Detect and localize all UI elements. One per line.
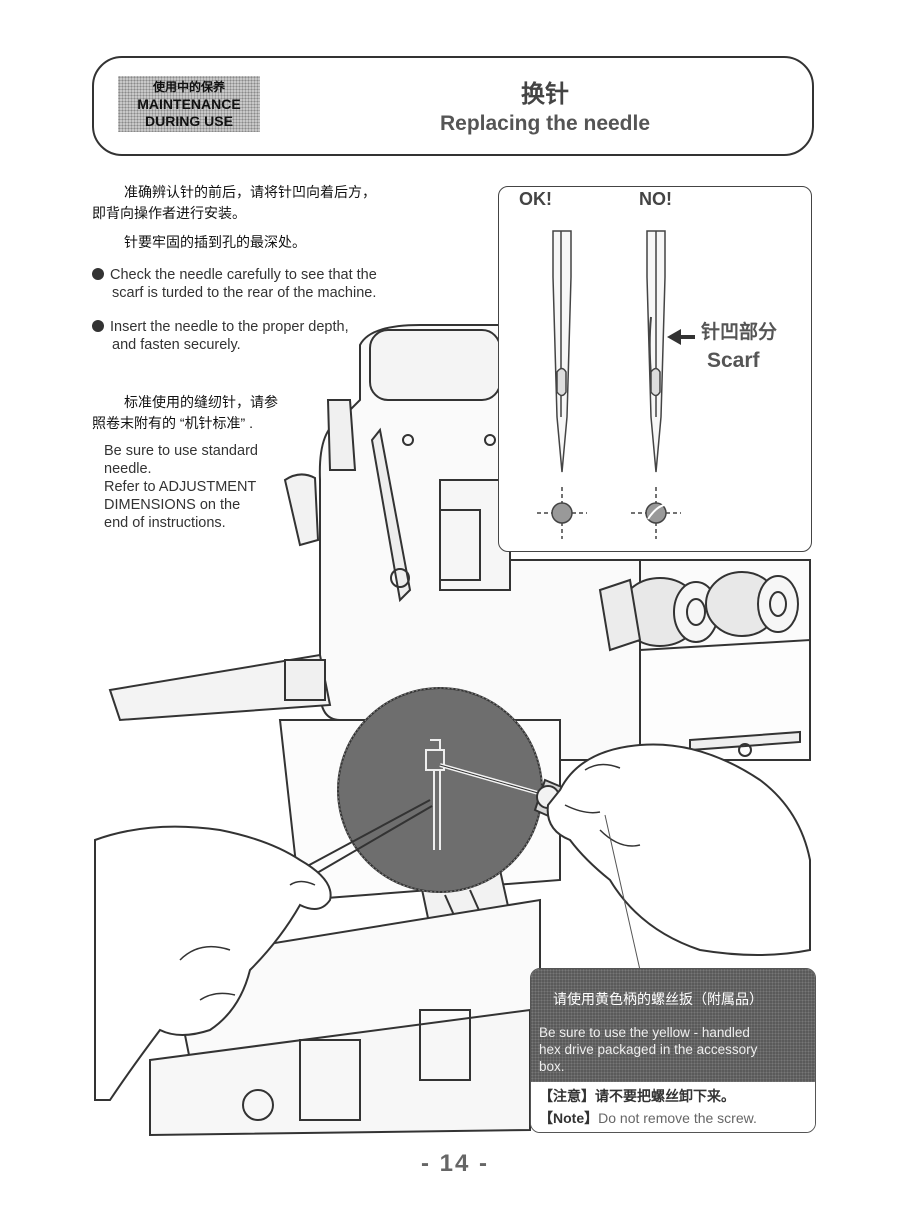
instruction-zh-1: 准确辨认针的前后，请将针凹向着后方， 即背向操作者进行安装。 (92, 182, 432, 224)
section-tag-zh: 使用中的保养 (152, 80, 225, 94)
bullet-2-line2: and fasten securely. (112, 337, 241, 353)
bullet-2-line1: Insert the needle to the proper depth, (110, 319, 349, 335)
standard-line: Be sure to use standard (104, 443, 258, 459)
note-text: Do not remove the screw. (598, 1110, 757, 1126)
bullet-1-line2: scarf is turded to the rear of the machi… (112, 285, 377, 301)
standard-line: Refer to ADJUSTMENT (104, 479, 257, 495)
header-frame (92, 56, 814, 156)
callout-note-section: 【注意】请不要把螺丝卸下来。 【Note】Do not remove the s… (531, 1082, 815, 1132)
bullet-item-1: Check the needle carefully to see that t… (92, 266, 452, 302)
scarf-label: Scarf (707, 349, 760, 372)
page-number: - 14 - (420, 1150, 489, 1177)
note-zh: 【注意】请不要把螺丝卸下来。 (539, 1088, 735, 1104)
bullet-1-line1: Check the needle carefully to see that t… (110, 267, 377, 283)
standard-line: DIMENSIONS on the (104, 497, 241, 513)
callout-en: Be sure to use the yellow - handled hex … (539, 1024, 815, 1075)
callout-zh: 请使用黄色柄的螺丝扳（附属品） (553, 991, 763, 1007)
bullet-icon (92, 268, 104, 280)
callout-dark-section: 请使用黄色柄的螺丝扳（附属品） Be sure to use the yello… (531, 969, 815, 1082)
instruction-zh-3-line2: 照卷末附有的 “机针标准” . (92, 415, 253, 431)
note-label: 【Note】 (539, 1110, 599, 1126)
standard-line: end of instructions. (104, 515, 226, 531)
callout-en-line: Be sure to use the yellow - handled (539, 1025, 750, 1040)
callout-en-line: hex drive packaged in the accessory (539, 1042, 758, 1057)
needle-comparison-panel: OK! NO! 针凹部分 Scarf (498, 186, 812, 552)
section-tag-en-1: MAINTENANCE (137, 96, 241, 112)
bullet-icon (92, 320, 104, 332)
note-en: 【Note】Do not remove the screw. (539, 1108, 757, 1128)
section-tag: 使用中的保养 MAINTENANCE DURING USE (118, 76, 260, 132)
standard-line: needle. (104, 461, 152, 477)
callout-en-line: box. (539, 1059, 565, 1074)
instruction-zh-3-line1: 标准使用的缝纫针，请参 (124, 394, 278, 410)
page-title: Replacing the needle (439, 112, 651, 135)
no-label: NO! (639, 189, 672, 209)
instruction-zh-3: 标准使用的缝纫针，请参 照卷末附有的 “机针标准” . (92, 392, 332, 434)
page-title-zh: 换针 (521, 81, 569, 108)
needle-diagram (537, 230, 695, 539)
section-tag-en-2: DURING USE (145, 113, 233, 129)
standard-needle-note: Be sure to use standard needle. Refer to… (104, 442, 294, 532)
instruction-zh-2: 针要牢固的插到孔的最深处。 (124, 234, 306, 250)
instruction-zh-1-line1: 准确辨认针的前后，请将针凹向着后方， (124, 184, 376, 200)
bullet-item-2: Insert the needle to the proper depth, a… (92, 318, 452, 354)
scarf-label-zh: 针凹部分 (701, 322, 778, 343)
tool-callout: 请使用黄色柄的螺丝扳（附属品） Be sure to use the yello… (530, 968, 816, 1133)
ok-label: OK! (519, 189, 552, 209)
instruction-zh-1-line2: 即背向操作者进行安装。 (92, 205, 246, 221)
